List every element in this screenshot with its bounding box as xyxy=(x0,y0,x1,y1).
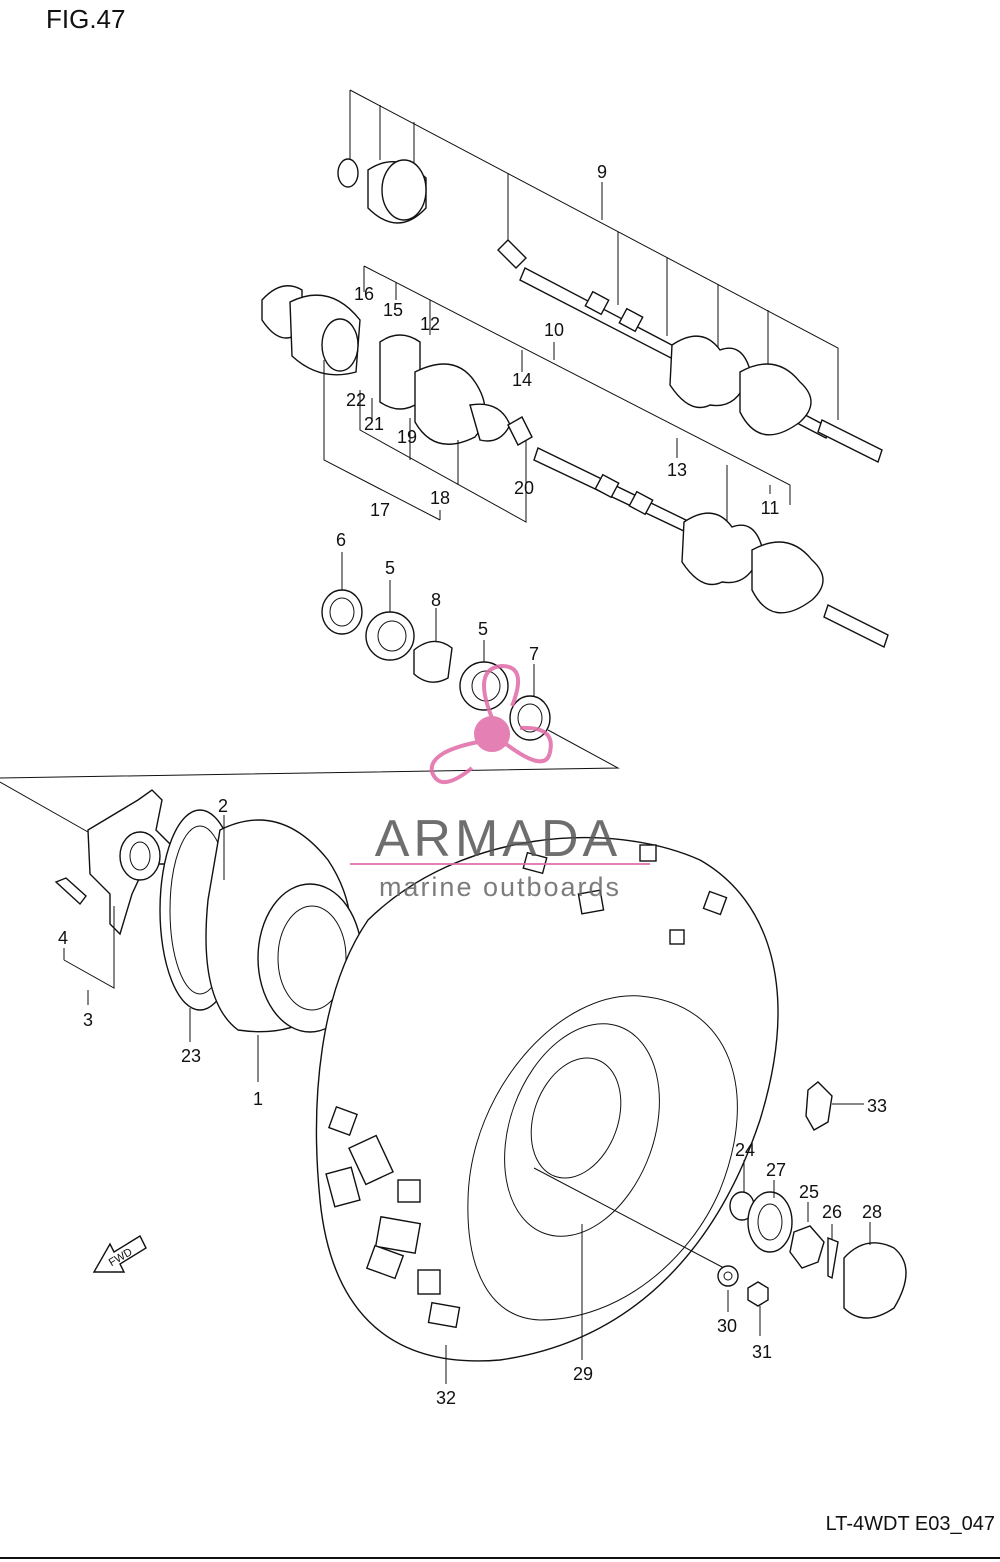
callout-19: 19 xyxy=(397,427,417,447)
callout-25: 25 xyxy=(799,1182,819,1202)
callout-11: 11 xyxy=(761,498,780,518)
callout-15: 15 xyxy=(383,300,403,320)
callout-12: 12 xyxy=(420,314,440,334)
wheel-fasteners[interactable] xyxy=(717,1081,907,1336)
callout-29: 29 xyxy=(573,1364,593,1384)
callout-18: 18 xyxy=(430,488,450,508)
watermark-tagline: marine outboards xyxy=(379,872,621,902)
watermark: ARMADA marine outboards xyxy=(350,663,650,902)
callout-5b: 5 xyxy=(478,619,488,639)
callout-23: 23 xyxy=(181,1046,201,1066)
callout-20: 20 xyxy=(514,478,534,498)
callout-9: 9 xyxy=(597,162,607,182)
callout-5a: 5 xyxy=(385,558,395,578)
callout-4: 4 xyxy=(58,928,68,948)
callout-28: 28 xyxy=(862,1202,882,1222)
callout-33: 33 xyxy=(867,1096,887,1116)
callout-24: 24 xyxy=(735,1140,755,1160)
callout-3: 3 xyxy=(83,1010,93,1030)
callout-16: 16 xyxy=(354,284,374,304)
callout-32: 32 xyxy=(436,1388,456,1408)
tire-wheel[interactable] xyxy=(315,836,779,1384)
callout-labels: 1 2 3 4 5 5 6 7 8 9 10 11 12 13 14 15 16… xyxy=(58,162,887,1408)
callout-8: 8 xyxy=(431,590,441,610)
figure-code: LT-4WDT E03_047 xyxy=(826,1513,995,1535)
forward-arrow: FWD xyxy=(92,1235,147,1273)
callout-17: 17 xyxy=(370,500,390,520)
callout-30: 30 xyxy=(717,1316,737,1336)
propeller-logo-icon xyxy=(429,663,553,784)
callout-6: 6 xyxy=(336,530,346,550)
callout-1: 1 xyxy=(253,1089,263,1109)
figure-title: FIG.47 xyxy=(46,4,125,34)
callout-14: 14 xyxy=(512,370,532,390)
callout-31: 31 xyxy=(752,1342,772,1362)
wheel-hub[interactable] xyxy=(54,789,363,1082)
drive-shaft-lower[interactable] xyxy=(261,265,889,648)
callout-7: 7 xyxy=(529,644,539,664)
callout-27: 27 xyxy=(766,1160,786,1180)
callout-21: 21 xyxy=(364,414,384,434)
callout-13: 13 xyxy=(667,460,687,480)
watermark-brand: ARMADA xyxy=(375,810,621,868)
callout-2: 2 xyxy=(218,796,228,816)
bearing-set[interactable] xyxy=(321,552,551,741)
callout-26: 26 xyxy=(822,1202,842,1222)
callout-10: 10 xyxy=(544,320,564,340)
callout-22: 22 xyxy=(346,390,366,410)
drive-shaft-upper[interactable] xyxy=(337,89,883,463)
